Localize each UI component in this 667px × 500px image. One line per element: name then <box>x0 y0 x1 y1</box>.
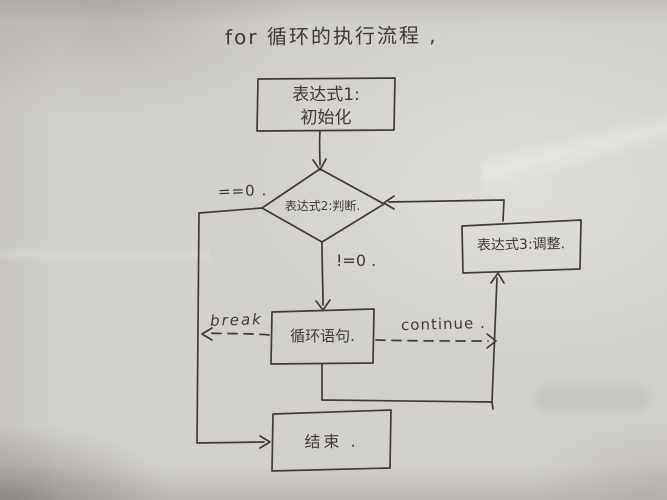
arrowhead-left-cond <box>383 195 395 210</box>
edge-label-cond-false: ==0 . <box>217 181 268 201</box>
node-body-label: 循环语句. <box>290 327 355 345</box>
adjust-box <box>461 219 582 274</box>
edge-break-dashed <box>206 332 270 336</box>
edge-continue-dashed <box>375 339 489 342</box>
node-end-label: 结束 . <box>304 431 359 452</box>
edge-label-continue: continue . <box>400 313 486 335</box>
body-box <box>270 308 375 365</box>
node-adjust-label: 表达式3:调整. <box>476 236 566 254</box>
edge-cond-true-to-body <box>321 241 324 306</box>
diagram-title: for 循环的执行流程 , <box>224 23 438 50</box>
edge-label-cond-true: !=0 . <box>336 251 377 270</box>
arrowhead-down-body <box>315 299 331 311</box>
node-expr1-line1: 表达式1: <box>292 85 360 105</box>
node-expr1: 表达式1: 初始化 <box>257 84 395 130</box>
arrowhead-down-cond <box>312 158 327 171</box>
edge-adjust-to-cond <box>388 199 505 222</box>
arrowhead-up-adjust <box>490 272 505 284</box>
paper-smudge <box>535 385 650 411</box>
node-expr1-line2: 初始化 <box>300 108 352 128</box>
edge-label-break: break <box>209 310 264 330</box>
node-cond-label: 表达式2:判断. <box>284 199 361 213</box>
arrowhead-left-break <box>201 327 213 341</box>
arrowhead-right-continue <box>486 333 497 349</box>
arrowhead-right-end <box>259 435 271 449</box>
edge-cond-false-to-end <box>196 207 265 444</box>
end-box <box>271 409 392 472</box>
expr1-box <box>256 77 396 132</box>
corner-tick <box>491 401 494 410</box>
